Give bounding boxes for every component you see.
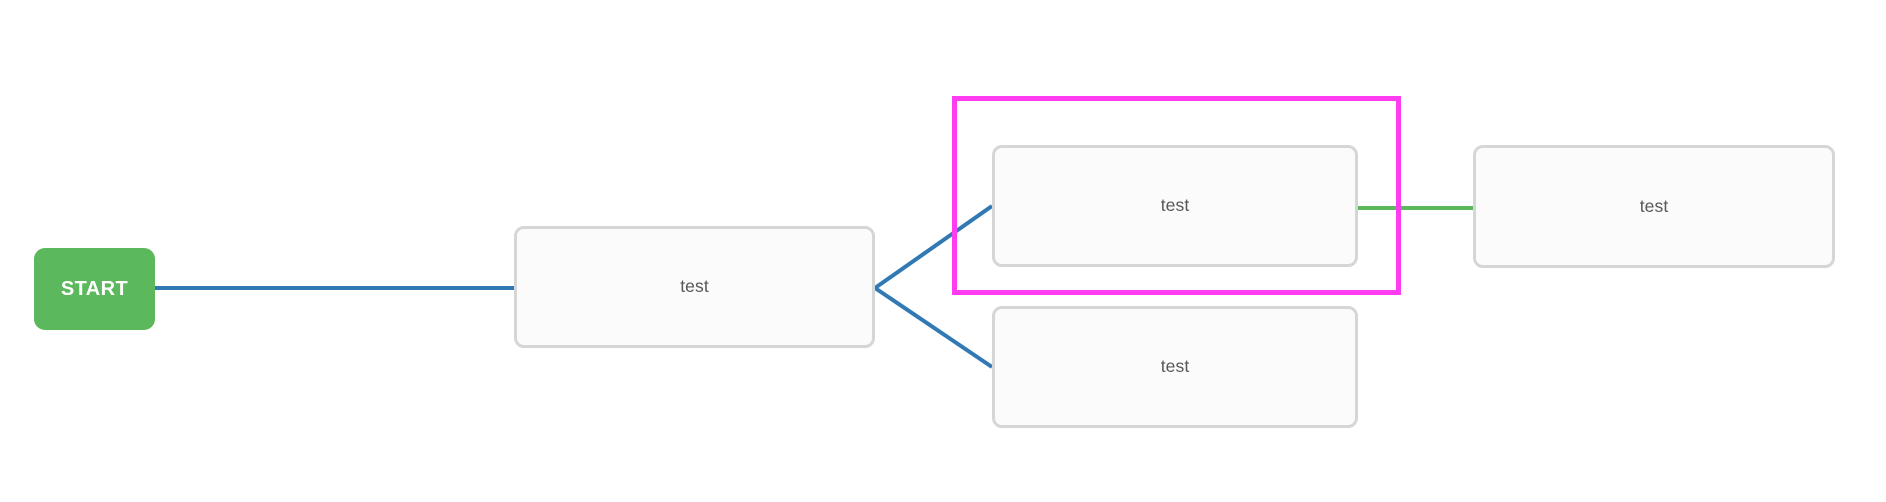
edge-process-1-to-process-2[interactable]: [873, 204, 994, 290]
node-process-3[interactable]: test: [992, 306, 1358, 428]
node-start-label: START: [60, 278, 129, 300]
node-start[interactable]: START: [34, 248, 155, 330]
node-process-3-label: test: [1160, 356, 1190, 377]
node-process-1[interactable]: test: [514, 226, 875, 348]
node-process-4[interactable]: test: [1473, 145, 1835, 268]
node-process-2-label: test: [1160, 195, 1190, 216]
node-process-2[interactable]: test: [992, 145, 1358, 267]
edge-process-1-to-process-3[interactable]: [873, 286, 994, 369]
node-process-1-label: test: [680, 276, 709, 297]
node-process-4-label: test: [1639, 195, 1669, 216]
